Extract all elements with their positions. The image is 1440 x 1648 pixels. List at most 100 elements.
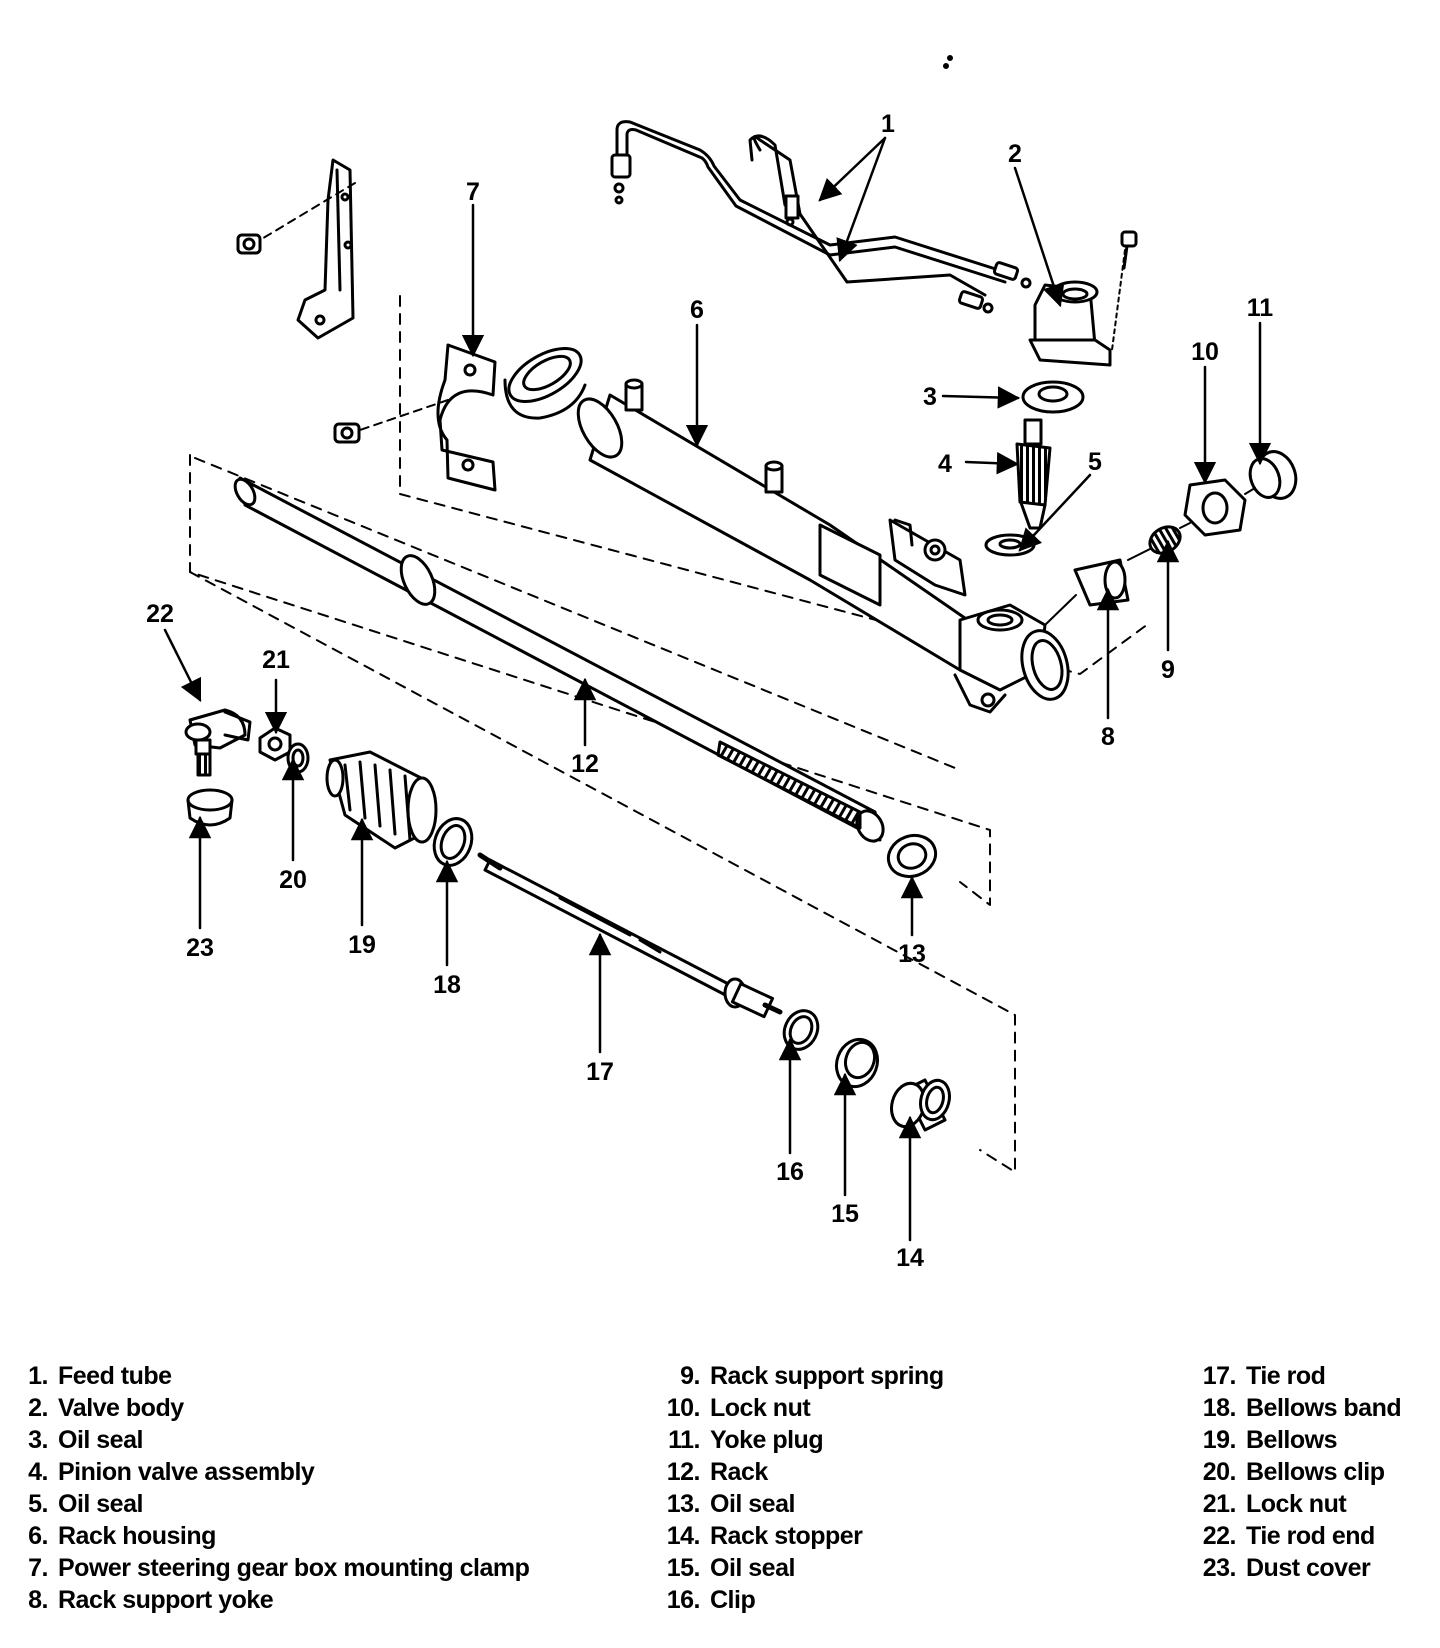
callout-10: 10 [1191,338,1219,366]
callout-13: 13 [898,940,926,968]
legend-number: 6. [28,1522,48,1550]
legend-item: 23. Dust cover [1196,1552,1401,1584]
lock-nut-10 [1179,478,1247,537]
callout-3: 3 [923,383,937,411]
feed-tube [610,120,1032,314]
rack-stopper [890,1078,951,1132]
legend-item: 14. Rack stopper [660,1520,944,1552]
legend-item: 11. Yoke plug [660,1424,944,1456]
callout-5: 5 [1088,448,1102,476]
legend-label: Oil seal [710,1490,795,1518]
legend-column-3: 17.Tie rod 18. Bellows band 19.Bellows 20… [1196,1360,1402,1584]
clip [782,1009,820,1051]
legend-label: Oil seal [58,1490,143,1518]
callout-9: 9 [1161,656,1175,684]
exploded-view-diagram: 1 2 3 4 5 6 7 8 9 10 11 12 13 14 15 16 1… [146,55,1298,1272]
rack-support-spring [1127,525,1182,561]
callout-6: 6 [690,296,704,324]
legend-item: 2. Valve body [22,1392,529,1424]
legend-item: 7. Power steering gear box mounting clamp [22,1552,530,1584]
legend-number: 11. [668,1426,700,1454]
legend-label: Yoke plug [710,1426,824,1454]
legend-label: Power steering gear box mounting clamp [58,1554,530,1582]
legend-item: 12.Rack [660,1456,944,1488]
legend-label: Rack housing [58,1522,216,1550]
rack-housing [576,378,1070,714]
rack-support-yoke [1044,558,1130,626]
callout-22: 22 [146,600,174,628]
legend-label: Lock nut [710,1394,811,1422]
legend-item: 3. Oil seal [22,1424,529,1456]
callout-14: 14 [896,1244,924,1272]
legend-number: 10. [666,1394,701,1422]
callout-18: 18 [433,971,461,999]
legend-item: 13.Oil seal [660,1488,944,1520]
legend-number: 1. [28,1362,48,1390]
legend-number: 14. [666,1522,701,1550]
legend-number: 23. [1202,1554,1237,1582]
callout-17: 17 [586,1058,614,1086]
legend-column-2: 9. Rack support spring 10. Lock nut 11. Yok… [660,1360,944,1616]
legend-number: 21. [1202,1490,1237,1518]
yoke-plug [1244,450,1298,500]
oil-seal-3 [1021,380,1085,414]
legend-number: 9. [680,1362,700,1390]
legend-number: 20. [1202,1458,1237,1486]
legend-label: Rack support spring [710,1362,944,1390]
legend-item: 21. Lock nut [1196,1488,1401,1520]
legend-label: Tie rod [1246,1362,1326,1390]
callout-16: 16 [776,1158,804,1186]
legend-label: Tie rod end [1246,1522,1375,1550]
legend-label: Bellows band [1246,1394,1402,1422]
legend-number: 3. [28,1426,48,1454]
legend-item: 18. Bellows band [1196,1392,1402,1424]
legend-label: Dust cover [1246,1554,1371,1582]
tie-rod-end [184,708,252,777]
legend-label: Clip [710,1586,756,1614]
legend-label: Oil seal [58,1426,143,1454]
legend-number: 16. [666,1586,701,1614]
callout-19: 19 [348,931,376,959]
legend-item: 5. Oil seal [22,1488,529,1520]
callout-2: 2 [1008,140,1022,168]
legend-number: 5. [28,1490,48,1518]
legend-label: Bellows clip [1246,1458,1385,1486]
callout-7: 7 [466,178,480,206]
legend-item: 10. Lock nut [660,1392,944,1424]
callout-4: 4 [938,450,952,478]
callout-11: 11 [1247,294,1274,322]
callout-15: 15 [831,1200,859,1228]
oil-seal-5 [984,533,1036,557]
legend-item: 8.Rack support yoke [22,1584,529,1616]
legend-item: 1.Feed tube [22,1360,529,1392]
mounting-bracket [236,158,356,340]
valve-body [1028,230,1138,367]
legend-number: 4. [28,1458,48,1486]
legend-number: 7. [28,1554,48,1582]
legend-label: Pinion valve assembly [58,1458,315,1486]
callout-1: 1 [881,110,895,138]
legend-number: 2. [28,1394,48,1422]
legend-item: 19.Bellows [1196,1424,1401,1456]
legend-number: 19. [1202,1426,1237,1454]
oil-seal-15 [834,1037,880,1089]
legend-label: Lock nut [1246,1490,1347,1518]
legend-label: Valve body [58,1394,184,1422]
legend-label: Rack stopper [710,1522,863,1550]
legend-item: 22. Tie rod end [1196,1520,1401,1552]
pinion-valve-assembly [1015,418,1052,530]
legend-item: 17.Tie rod [1196,1360,1401,1392]
legend-item: 4. Pinion valve assembly [22,1456,529,1488]
lock-nut-21 [258,726,292,762]
rack [233,476,885,843]
tie-rod [477,852,783,1019]
legend-item: 16. Clip [660,1584,944,1616]
legend-item: 20. Bellows clip [1196,1456,1401,1488]
legend-number: 18. [1202,1394,1237,1422]
legend-number: 22. [1202,1522,1237,1550]
bellows-clip [286,742,310,774]
bellows [325,750,438,850]
legend-column-1: 1.Feed tube 2. Valve body 3. Oil seal 4. Pi… [22,1360,530,1616]
legend-item: 15.Oil seal [660,1552,944,1584]
callout-numbers: 1 2 3 4 5 6 7 8 9 10 11 12 13 14 15 16 1… [146,110,1273,1272]
